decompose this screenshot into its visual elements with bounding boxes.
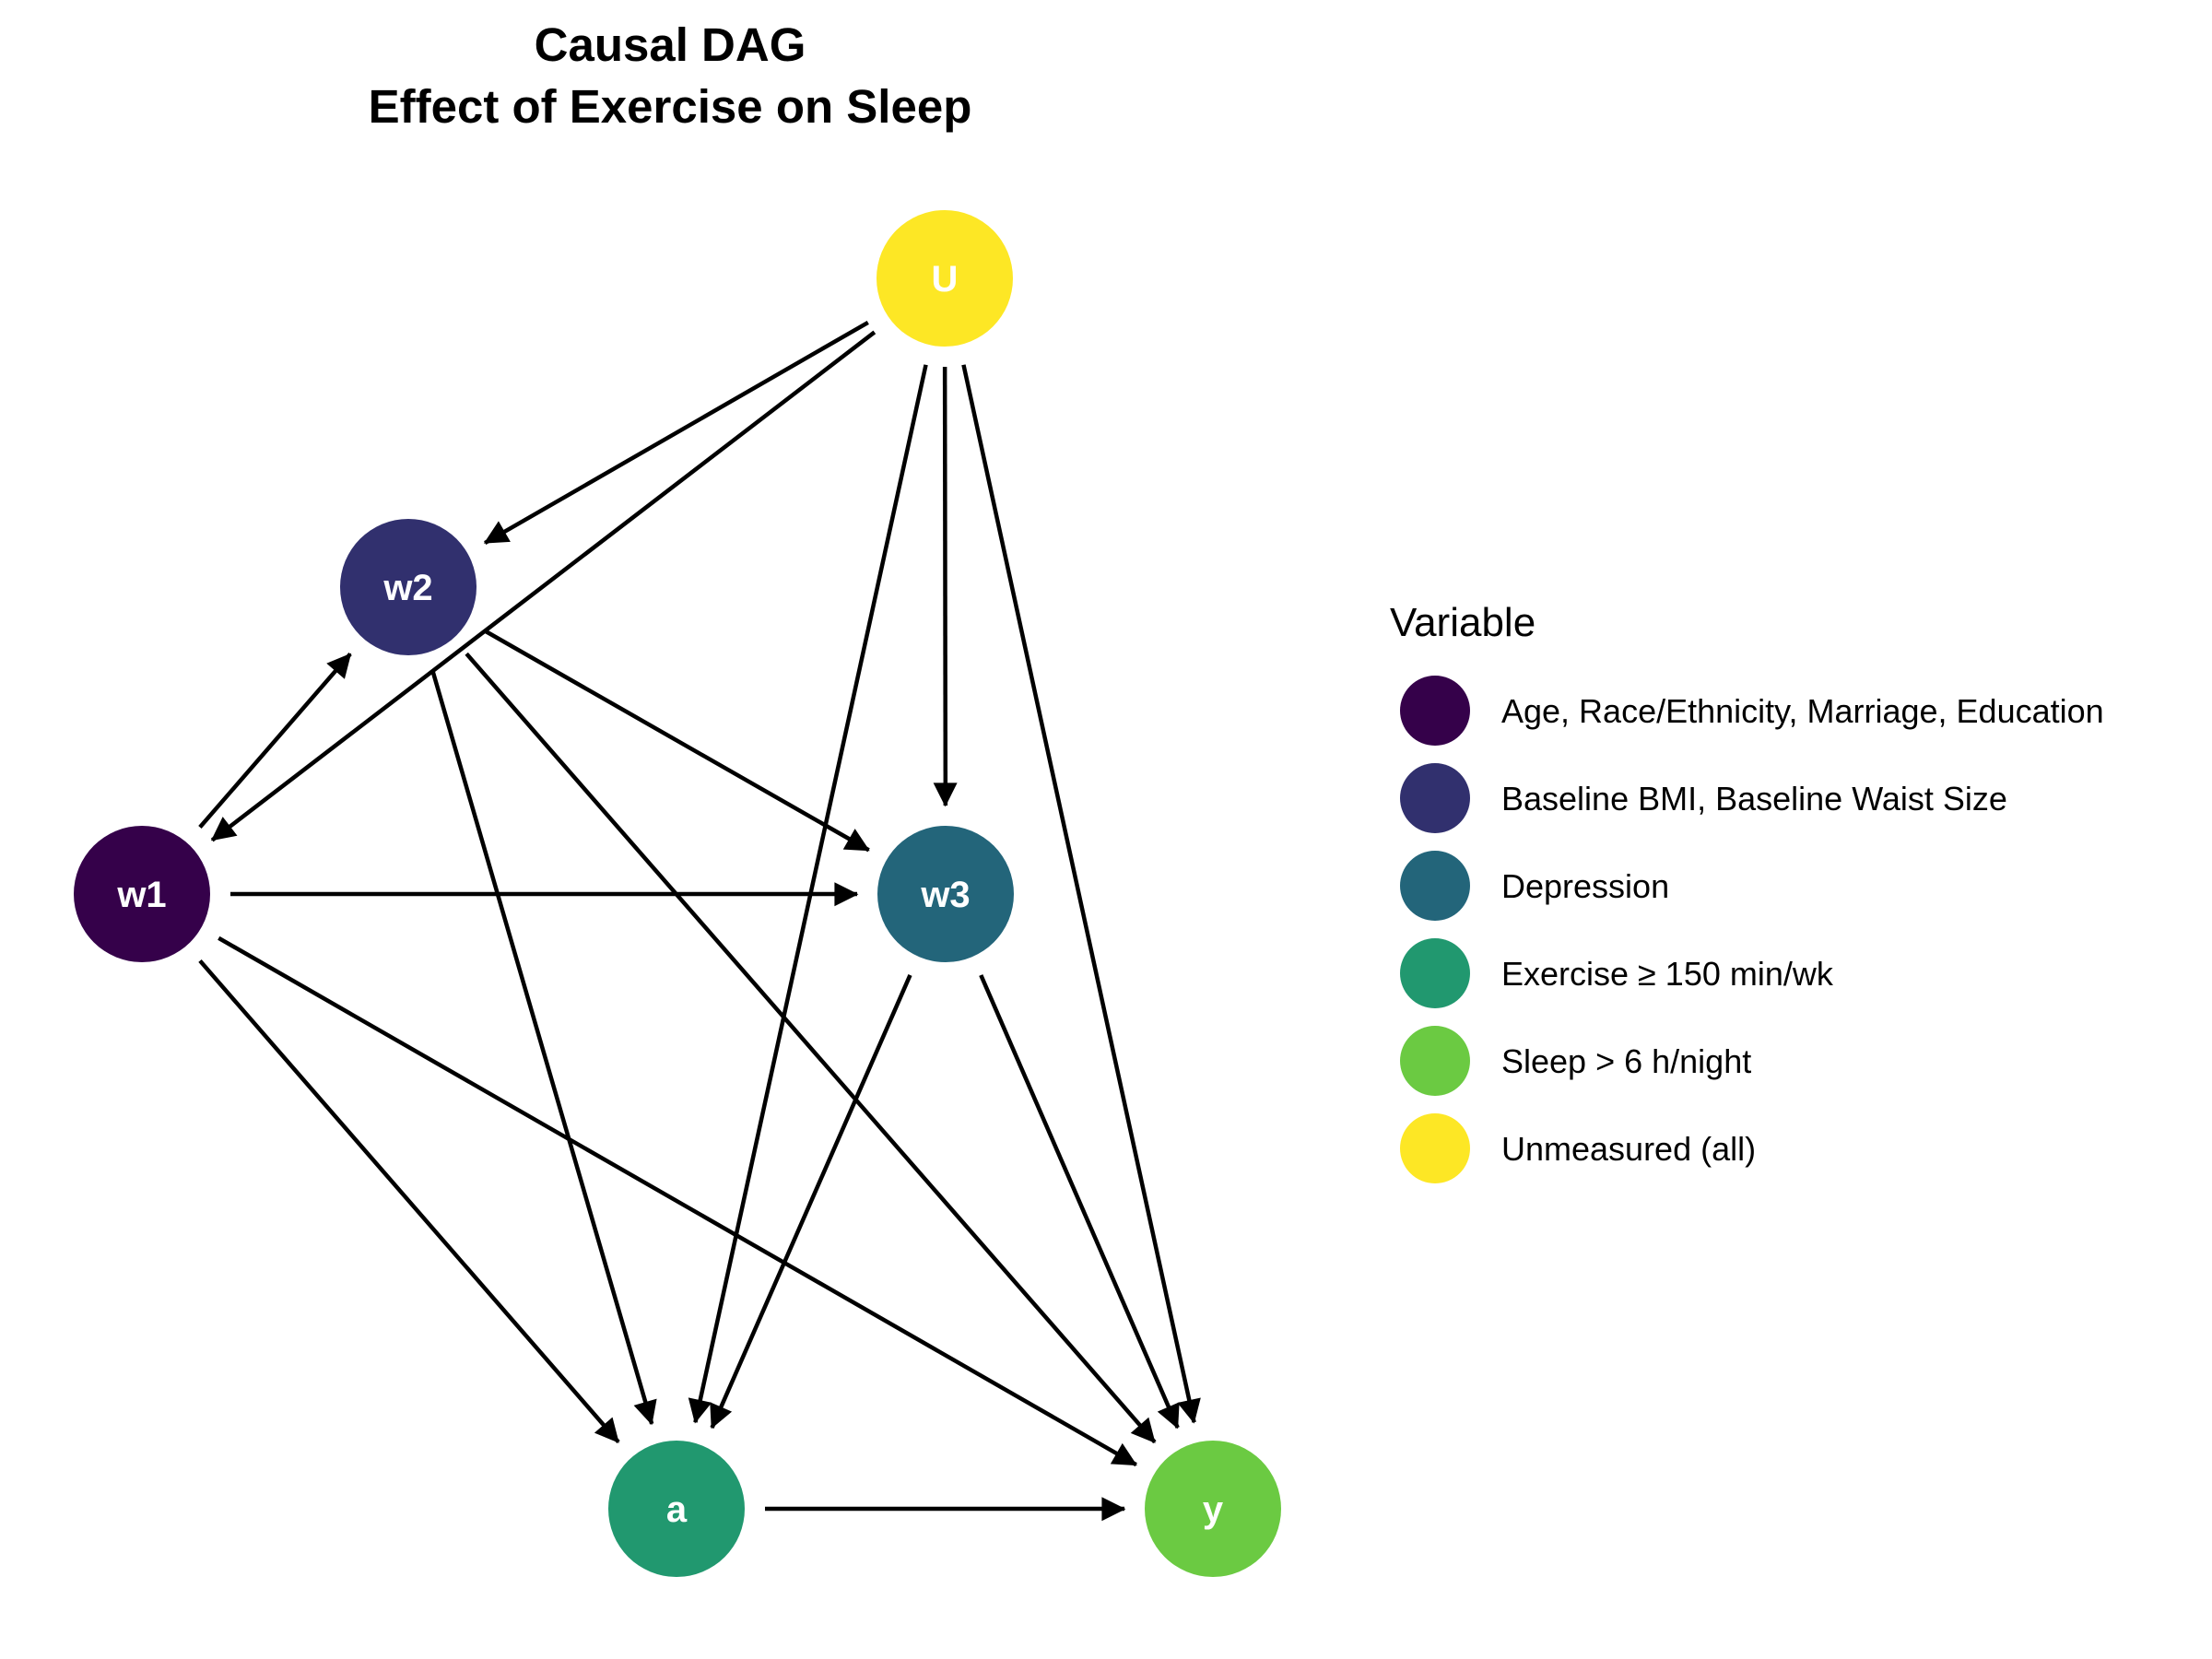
edge-U-to-w3	[933, 366, 958, 807]
legend-swatch	[1400, 763, 1470, 833]
edge-w2-to-w3	[484, 629, 870, 853]
node-circle-a	[608, 1441, 745, 1577]
legend-swatch	[1400, 1026, 1470, 1096]
node-label-U: U	[932, 259, 959, 300]
legend-swatch	[1400, 851, 1470, 921]
legend-label: Age, Race/Ethnicity, Marriage, Education	[1501, 692, 2104, 730]
node-a: a	[608, 1441, 745, 1577]
legend-swatch	[1400, 1113, 1470, 1183]
node-w1: w1	[74, 826, 210, 962]
legend-item: Baseline BMI, Baseline Waist Size	[1400, 763, 2007, 833]
legend-swatch	[1400, 938, 1470, 1008]
edge-w1-to-y	[218, 935, 1137, 1467]
legend-item: Unmeasured (all)	[1400, 1113, 1756, 1183]
node-label-w3: w3	[920, 875, 970, 915]
legend-item: Exercise ≥ 150 min/wk	[1400, 938, 1834, 1008]
node-y: y	[1145, 1441, 1281, 1577]
edges-group	[198, 320, 1201, 1522]
legend-item: Sleep > 6 h/night	[1400, 1026, 1751, 1096]
node-label-a: a	[666, 1489, 688, 1530]
node-circle-w2	[340, 519, 477, 655]
edge-U-to-y	[961, 364, 1201, 1424]
legend-swatch	[1400, 676, 1470, 746]
diagram-title-line2: Effect of Exercise on Sleep	[369, 80, 972, 133]
node-label-w1: w1	[116, 875, 166, 915]
legend-item: Depression	[1400, 851, 1669, 921]
legend-item: Age, Race/Ethnicity, Marriage, Education	[1400, 676, 2104, 746]
node-label-y: y	[1203, 1489, 1224, 1530]
edge-w1-to-w2	[198, 653, 352, 829]
node-w3: w3	[877, 826, 1014, 962]
legend-label: Sleep > 6 h/night	[1501, 1042, 1751, 1080]
legend-label: Unmeasured (all)	[1501, 1130, 1756, 1168]
legend-label: Exercise ≥ 150 min/wk	[1501, 955, 1834, 993]
node-U: U	[877, 210, 1013, 347]
legend-label: Baseline BMI, Baseline Waist Size	[1501, 780, 2007, 818]
legend-label: Depression	[1501, 867, 1669, 905]
node-w2: w2	[340, 519, 477, 655]
legend: Variable Age, Race/Ethnicity, Marriage, …	[1390, 600, 2104, 1183]
edge-U-to-w1	[210, 330, 877, 842]
legend-title: Variable	[1390, 600, 1535, 645]
legend-items: Age, Race/Ethnicity, Marriage, Education…	[1400, 676, 2104, 1183]
node-label-w2: w2	[382, 568, 432, 608]
edge-w1-to-a	[198, 959, 620, 1444]
diagram-title-line1: Causal DAG	[535, 18, 806, 71]
edge-w2-to-a	[430, 671, 657, 1426]
edge-w3-to-y	[979, 974, 1180, 1430]
nodes-group: Uw2 w1 w3 a y	[74, 210, 1281, 1577]
node-circle-w3	[877, 826, 1014, 962]
node-circle-w1	[74, 826, 210, 962]
edge-U-to-w2	[483, 320, 869, 546]
edge-w2-to-y	[465, 652, 1157, 1444]
node-circle-y	[1145, 1441, 1281, 1577]
edge-w3-to-a	[710, 974, 912, 1430]
node-circle-U	[877, 210, 1013, 347]
